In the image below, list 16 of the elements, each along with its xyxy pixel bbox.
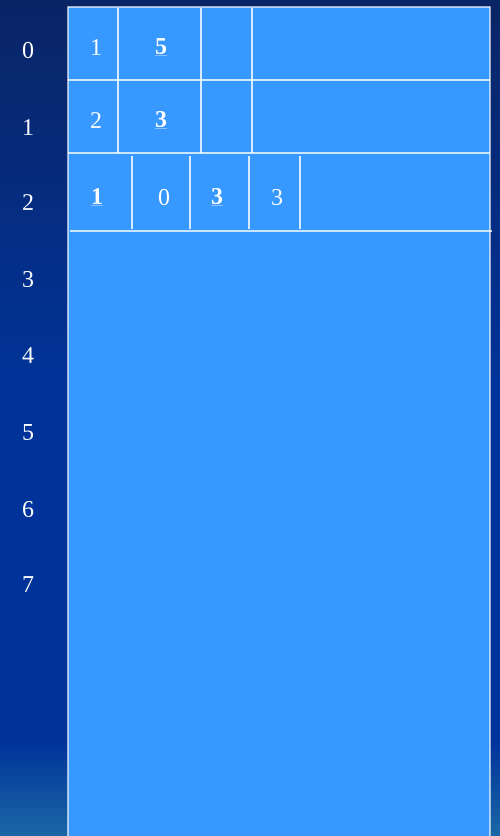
- cell-value: 0: [158, 188, 170, 206]
- row-number: 6: [23, 500, 34, 518]
- row-number: 5: [23, 424, 34, 440]
- cell-value: 3: [154, 110, 168, 129]
- row-number: 4: [22, 347, 34, 363]
- cell-value: 2: [91, 112, 101, 128]
- cell-value: 1: [92, 39, 101, 55]
- row-number: 0: [22, 42, 34, 58]
- cell-value: 5: [154, 38, 168, 56]
- row-number: 1: [24, 119, 33, 135]
- row-number: 2: [23, 194, 33, 210]
- cell-value: 1: [90, 188, 104, 206]
- row-number: 7: [24, 576, 34, 592]
- row-number: 3: [23, 270, 34, 288]
- cell-value: 3: [210, 188, 224, 206]
- cell-value: 3: [272, 188, 282, 206]
